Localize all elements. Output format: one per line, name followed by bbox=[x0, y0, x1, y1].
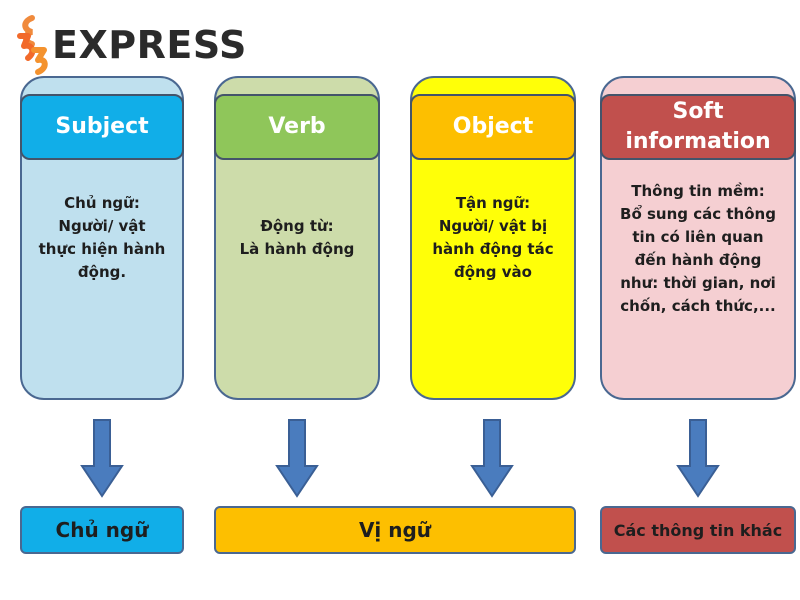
object-header: Object bbox=[410, 94, 576, 160]
subject-description: Chủ ngữ: Người/ vật thực hiện hành động. bbox=[38, 194, 166, 281]
arrow-down-icon bbox=[676, 419, 720, 498]
object-description: Tận ngữ: Người/ vật bị hành động tác độn… bbox=[432, 194, 554, 281]
soft-information-header: Soft information bbox=[600, 94, 796, 160]
subject-header: Subject bbox=[20, 94, 184, 160]
arrow-down-icon bbox=[80, 419, 124, 498]
subject-result-box: Chủ ngữ bbox=[20, 506, 184, 554]
verb-description: Động từ: Là hành động bbox=[239, 217, 355, 258]
arrow-down-icon bbox=[275, 419, 319, 498]
logo-text: EXPRESS bbox=[52, 23, 247, 67]
predicate-result-box: Vị ngữ bbox=[214, 506, 576, 554]
brand-logo: EXPRESS bbox=[14, 14, 247, 76]
arrow-down-icon bbox=[470, 419, 514, 498]
verb-header: Verb bbox=[214, 94, 380, 160]
other-info-result-box: Các thông tin khác bbox=[600, 506, 796, 554]
logo-mark-icon bbox=[17, 15, 48, 75]
soft-information-description: Thông tin mềm: Bổ sung các thông tin có … bbox=[620, 182, 776, 315]
